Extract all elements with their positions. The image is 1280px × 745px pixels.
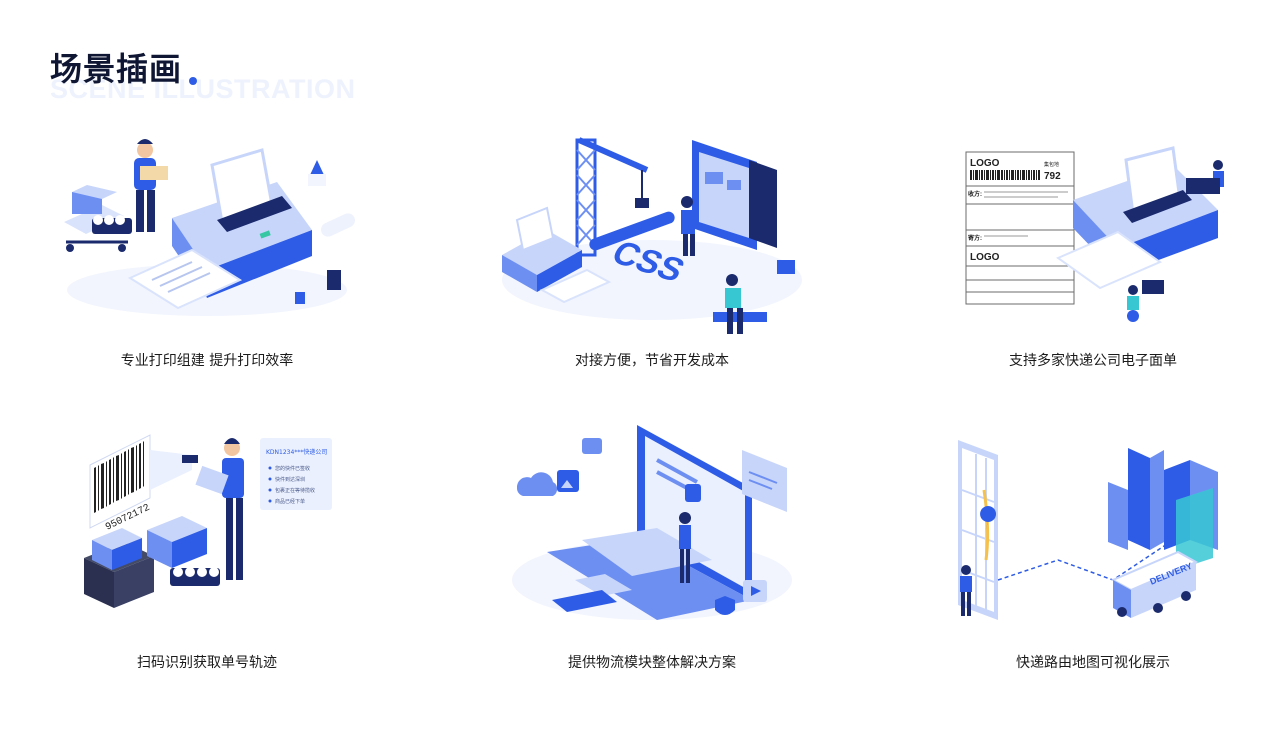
scene-caption-map: 快递路由地图可视化展示: [1016, 655, 1170, 671]
svg-text:商品已经下单: 商品已经下单: [275, 498, 305, 505]
svg-text:792: 792: [1044, 171, 1061, 182]
play-icon: [743, 580, 767, 602]
scene-card-dev: CSS 对接方便，节省开发成本: [487, 130, 817, 390]
laptop-user-figure: [713, 274, 767, 334]
page-subtitle: SCENE ILLUSTRATION: [50, 74, 356, 104]
waybill-illustration: LOGO 集包地 792 收方: 寄方: LOGO: [965, 146, 1224, 322]
scene-caption-dev: 对接方便，节省开发成本: [575, 353, 729, 369]
delivery-truck-icon: DELIVERY: [1110, 550, 1199, 618]
map-user-figure: [960, 565, 972, 616]
printer-icon: [1055, 146, 1218, 290]
dev-illustration: CSS: [502, 137, 802, 334]
svg-text:KDN1234***快递公司: KDN1234***快递公司: [266, 448, 327, 456]
developer-figure: [679, 484, 701, 583]
map-illustration: DELIVERY: [958, 440, 1218, 620]
monitor-icon: [692, 140, 777, 250]
scene-caption-waybill: 支持多家快递公司电子面单: [1009, 353, 1177, 369]
svg-text:快件到达深圳: 快件到达深圳: [275, 476, 305, 483]
page-title: 场景插画: [50, 50, 183, 88]
title-accent-dot: [189, 77, 197, 85]
svg-text:集包地: 集包地: [1044, 161, 1059, 168]
office-worker-figure: [1127, 280, 1164, 322]
svg-text:LOGO: LOGO: [970, 252, 1000, 263]
scene-card-printer: 专业打印组建 提升打印效率: [42, 130, 372, 390]
printer-illustration: [64, 139, 355, 316]
city-buildings-icon: [1108, 448, 1218, 570]
image-icon: [557, 470, 579, 492]
small-printer-icon: [502, 206, 612, 304]
crane-icon: [575, 137, 649, 257]
svg-text:您的快件已签收: 您的快件已签收: [275, 465, 310, 472]
scene-card-map: DELIVERY 快递路由地图可视化展示: [928, 430, 1258, 690]
cloud-icon: [516, 472, 558, 496]
laptop-icon: [547, 425, 752, 620]
scene-card-laptop: 提供物流模块整体解决方案: [487, 420, 817, 680]
boxes-cart-icon: [84, 516, 220, 608]
tracking-card: KDN1234***快递公司 您的快件已签收 快件到达深圳 包裹正在等待揽收 商…: [260, 438, 332, 510]
code-window-icon: [742, 450, 787, 512]
shipping-label: LOGO 集包地 792 收方: 寄方: LOGO: [965, 151, 1075, 305]
worker-figure: [134, 139, 168, 232]
worker-figure: [1186, 160, 1224, 194]
document-card-icon: [552, 590, 617, 612]
scan-illustration: 95072172 KDN1234***快递公司 您的快件已签收 快件到达深圳 包…: [84, 434, 332, 608]
chat-bubble-icon: [582, 438, 602, 454]
scene-card-waybill: LOGO 集包地 792 收方: 寄方: LOGO: [928, 130, 1258, 390]
svg-text:包裹正在等待揽收: 包裹正在等待揽收: [275, 487, 315, 494]
scene-caption-printer: 专业打印组建 提升打印效率: [120, 353, 294, 369]
developer-figure: [681, 196, 695, 256]
shield-icon: [715, 596, 735, 615]
svg-text:收方:: 收方:: [968, 190, 982, 198]
scene-card-scan: 95072172 KDN1234***快递公司 您的快件已签收 快件到达深圳 包…: [42, 430, 372, 690]
scanning-worker-figure: [182, 438, 244, 580]
svg-text:LOGO: LOGO: [970, 158, 1000, 169]
laptop-illustration: [512, 425, 792, 620]
barcode-graphic: 95072172: [89, 434, 152, 534]
scene-caption-laptop: 提供物流模块整体解决方案: [568, 655, 736, 671]
cart-icon: [64, 185, 132, 252]
svg-text:寄方:: 寄方:: [968, 234, 982, 242]
scene-caption-scan: 扫码识别获取单号轨迹: [137, 655, 277, 671]
printer-icon: [127, 148, 312, 310]
